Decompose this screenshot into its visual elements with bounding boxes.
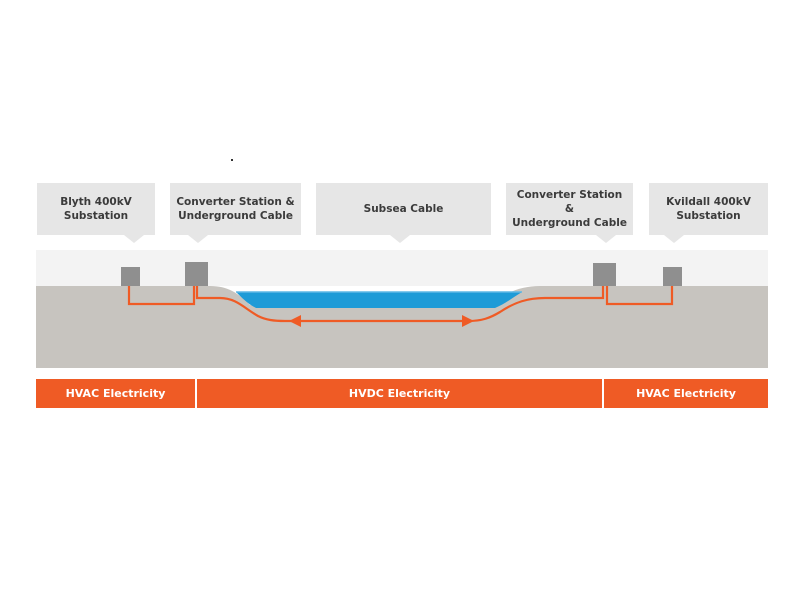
sea-water [236, 292, 522, 308]
callout-converter-station-left: Converter Station & Underground Cable [170, 183, 301, 243]
callout-subsea-cable: Subsea Cable [316, 183, 491, 243]
arrowhead-left [289, 315, 301, 327]
callout-converter-station-right: Converter Station & Underground Cable [506, 183, 633, 243]
hvac-bar-left: HVAC Electricity [36, 379, 195, 408]
arrowhead-right [462, 315, 474, 327]
hvdc-bar: HVDC Electricity [197, 379, 602, 408]
blyth-substation-building [121, 267, 140, 286]
callout-blyth-substation: Blyth 400kV Substation [37, 183, 155, 243]
stray-dot [231, 159, 233, 161]
hvac-bar-right: HVAC Electricity [604, 379, 768, 408]
sky-strip [36, 250, 768, 286]
kvildall-substation-building [663, 267, 682, 286]
hvdc-cable [195, 286, 605, 323]
converter-station-left-building [185, 262, 208, 286]
hvac-cable-left [127, 286, 196, 306]
converter-station-right-building [593, 263, 616, 286]
cable-route [127, 286, 674, 323]
ground [36, 286, 768, 368]
hvac-cable-right [605, 286, 674, 306]
callout-kvildall-substation: Kvildall 400kV Substation [649, 183, 768, 243]
